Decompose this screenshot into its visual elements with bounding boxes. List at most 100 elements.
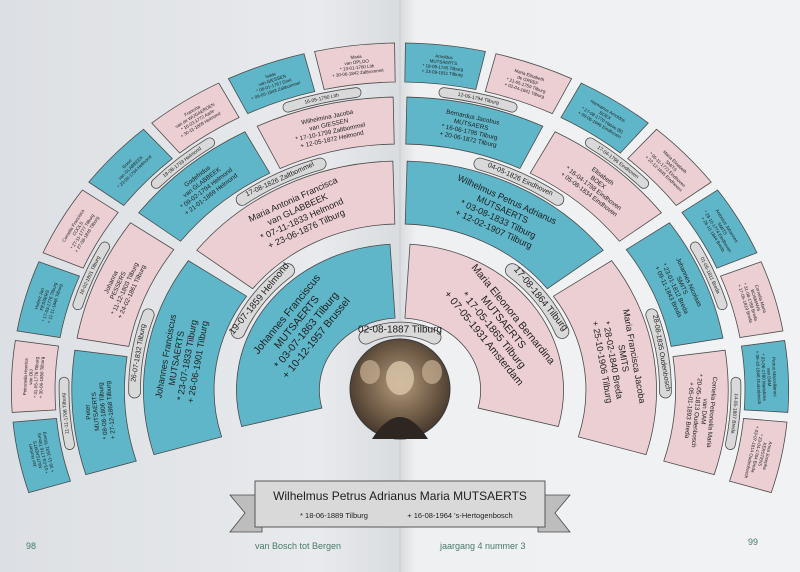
- page-number-right: 99: [748, 537, 759, 547]
- issue-info: jaargang 4 nummer 3: [440, 541, 526, 551]
- ancestor-surname: BOSMANS: [750, 289, 762, 312]
- ancestor-box-shape: [143, 260, 248, 456]
- subject-photo: [349, 338, 451, 440]
- magazine-title: van Bosch tot Bergen: [255, 541, 342, 551]
- subject-death: + 16-08-1964 's-Hertogenbosch: [407, 511, 512, 520]
- ancestor-date: + 05-01-1893 Breda: [683, 382, 695, 439]
- ancestor-surname: van DAM: [766, 368, 772, 387]
- ancestor-given-names: Peter: [84, 404, 92, 420]
- marriage-label: 11-11-1798 Tilburg: [58, 376, 75, 450]
- ancestor-box-shape: [236, 243, 396, 428]
- ancestor-given-names: Maria: [350, 54, 362, 60]
- marriage-date: 14-05-1807 Breda: [729, 393, 739, 434]
- ancestor-date: + 30-06-1842 Zaltbommel: [332, 68, 384, 78]
- ancestor-given-names: Anna Josepha: [762, 441, 773, 471]
- ancestor-given-names: Isaac: [265, 71, 277, 79]
- ancestor-given-names: Arnoldus: [435, 53, 454, 60]
- ancestor-box-shape: [314, 42, 396, 91]
- ancestor-date: * 31-05-1776 Tilburg: [33, 356, 40, 397]
- ancestor-box-shape: [663, 349, 729, 476]
- ancestor-surname: PESSERS: [39, 289, 50, 311]
- ancestor-date: + 30-06-1856 Tilburg: [38, 356, 45, 398]
- subject-name: Wilhelmus Petrus Adrianus Maria MUTSAERT…: [273, 489, 527, 503]
- subject-birth: * 18-06-1889 Tilburg: [300, 511, 368, 520]
- ancestor-box-shape: [404, 42, 486, 91]
- ancestor-given-names: Goort: [121, 158, 133, 170]
- marriage-date: 11-11-1798 Tilburg: [61, 392, 71, 434]
- ancestor-box-shape: [625, 222, 724, 347]
- ancestor-date: * 03-06-1780 Maasbree: [760, 354, 767, 402]
- page-number-left: 98: [26, 541, 37, 551]
- ancestor-box-shape: [681, 189, 758, 269]
- ancestor-box-shape: [560, 82, 649, 154]
- ancestor-box-shape: [256, 96, 395, 170]
- ancestor-box-shape: [151, 82, 240, 154]
- ancestor-box-shape: [404, 243, 564, 428]
- ancestor-box-shape: [42, 189, 119, 269]
- ancestor-box-shape: [740, 340, 789, 413]
- ancestor-box-shape: [719, 261, 784, 339]
- ancestor-date: * 18-09-1745 Tilburg: [422, 63, 464, 72]
- ancestor-surname: KERSTENS: [757, 442, 767, 467]
- ancestor-box-shape: [484, 53, 573, 115]
- marriage-date: 02-08-1887 Tilburg: [358, 325, 442, 336]
- ancestor-surname: MUTSAERTS: [32, 440, 43, 468]
- ancestor-box-shape: [405, 96, 544, 170]
- ancestor-surname: van OPLOO: [344, 58, 369, 66]
- ancestor-box-shape: [88, 128, 173, 207]
- ancestor-box-shape: [16, 261, 81, 339]
- ancestor-box-shape: [627, 128, 712, 207]
- ancestor-box-shape: [11, 340, 60, 413]
- ancestor-box-shape: [529, 131, 662, 242]
- ancestor-box-shape: [227, 53, 316, 115]
- ancestor-surname: van OIJ: [28, 369, 34, 385]
- ancestor-surname: van DAM: [699, 398, 708, 424]
- ancestor-surname: MUTSAERTS: [91, 392, 101, 431]
- ancestor-surname: BOEX: [598, 110, 611, 121]
- ancestor-surname: MUTSAERTS: [429, 58, 457, 66]
- ancestor-box-shape: [76, 222, 175, 347]
- ancestor-given-names: Petrus Marcellianus: [771, 357, 778, 397]
- ancestor-surname: SMITS: [616, 344, 631, 373]
- ancestor-given-names: Jan Norbert: [27, 443, 37, 468]
- ancestor-box-shape: [71, 349, 137, 476]
- ancestor-box-shape: [138, 131, 271, 242]
- ancestor-box-shape: [12, 418, 71, 494]
- marriage-label: 02-08-1887 Tilburg: [358, 321, 442, 345]
- ancestor-surname: SMITS: [716, 221, 728, 235]
- subject-banner: Wilhelmus Petrus Adrianus Maria MUTSAERT…: [229, 480, 571, 533]
- ancestor-surname: de GREEF: [517, 74, 539, 86]
